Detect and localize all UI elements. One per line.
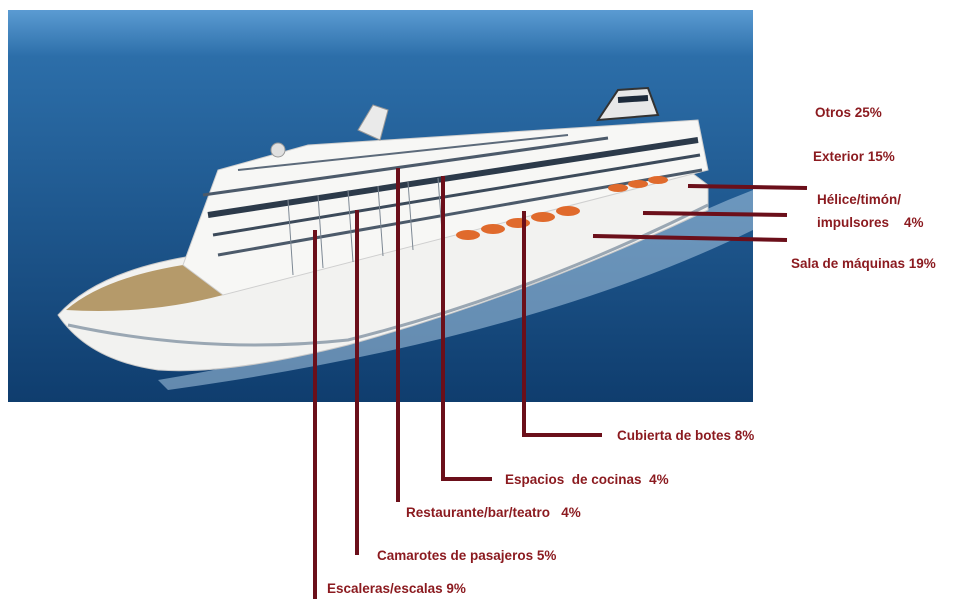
bow-deck <box>66 265 223 311</box>
label-camarotes: Camarotes de pasajeros 5% <box>377 548 557 563</box>
label-sala-maquinas: Sala de máquinas 19% <box>791 256 936 271</box>
label-helice-line2: impulsores 4% <box>817 215 924 230</box>
ship-wake <box>158 190 753 390</box>
label-cubierta-botes: Cubierta de botes 8% <box>617 428 755 443</box>
label-espacios-cocinas: Espacios de cocinas 4% <box>505 472 669 487</box>
label-helice-line1: Hélice/timón/ <box>817 192 902 207</box>
cruise-ship-photo <box>8 10 753 402</box>
label-restaurante: Restaurante/bar/teatro 4% <box>406 505 581 520</box>
label-exterior: Exterior 15% <box>813 149 895 164</box>
label-otros: Otros 25% <box>815 105 882 120</box>
label-escaleras: Escaleras/escalas 9% <box>327 581 466 596</box>
